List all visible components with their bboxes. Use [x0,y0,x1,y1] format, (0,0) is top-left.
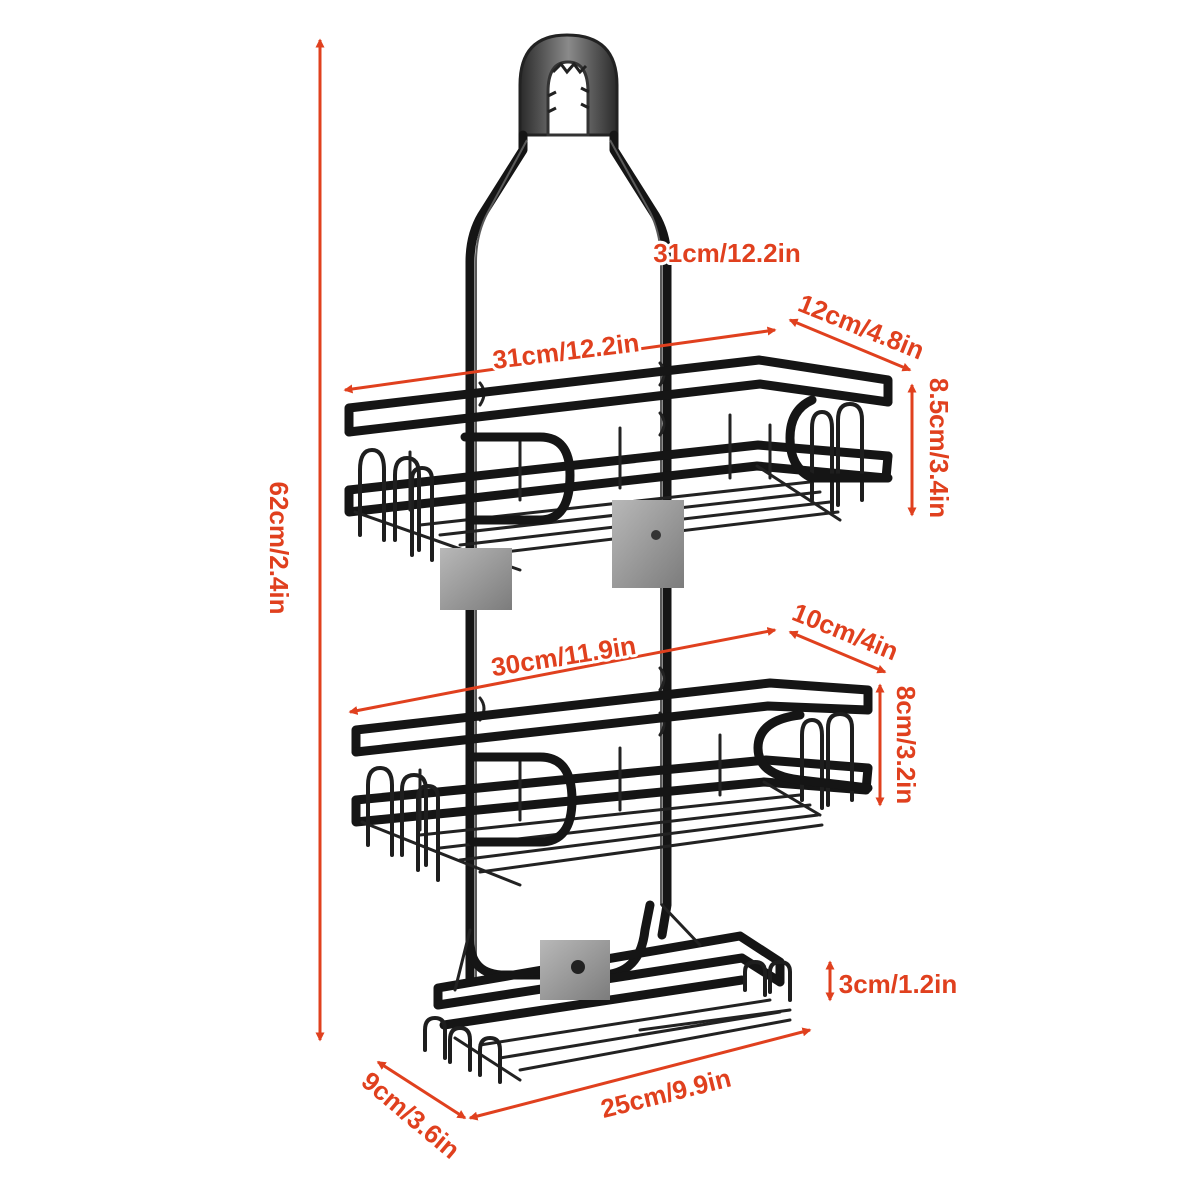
total-height-label: 62cm/2.4in [264,482,294,615]
soap-tray-height-label: 3cm/1.2in [839,969,958,999]
dimension-arrows [315,38,917,1121]
adhesive-pad [440,548,512,610]
upper-width-arrow [343,326,777,394]
middle-depth-arrow [788,630,887,674]
middle-basket [351,678,873,887]
bottom-width-arrow [468,1027,812,1121]
upper-depth-arrow [788,318,912,372]
middle-basket-height-label: 8cm/3.2in [891,686,921,805]
middle-width-arrow [348,627,777,715]
adhesive-pad [612,500,684,588]
soap-tray [423,903,792,1084]
bottom-width-label: 25cm/9.9in [598,1063,734,1124]
upper-basket [344,355,893,610]
bottom-depth-arrow [376,1060,467,1120]
bottom-depth-label: 9cm/3.6in [356,1066,466,1165]
top-width-label: 31cm/12.2in [653,238,800,268]
top-hook [518,33,619,137]
middle-basket-width-label: 30cm/11.9in [489,630,638,682]
upper-basket-depth-label: 12cm/4.8in [794,288,929,366]
upper-basket-width-label: 31cm/12.2in [491,327,641,375]
upper-basket-height-label: 8.5cm/3.4in [924,378,954,518]
